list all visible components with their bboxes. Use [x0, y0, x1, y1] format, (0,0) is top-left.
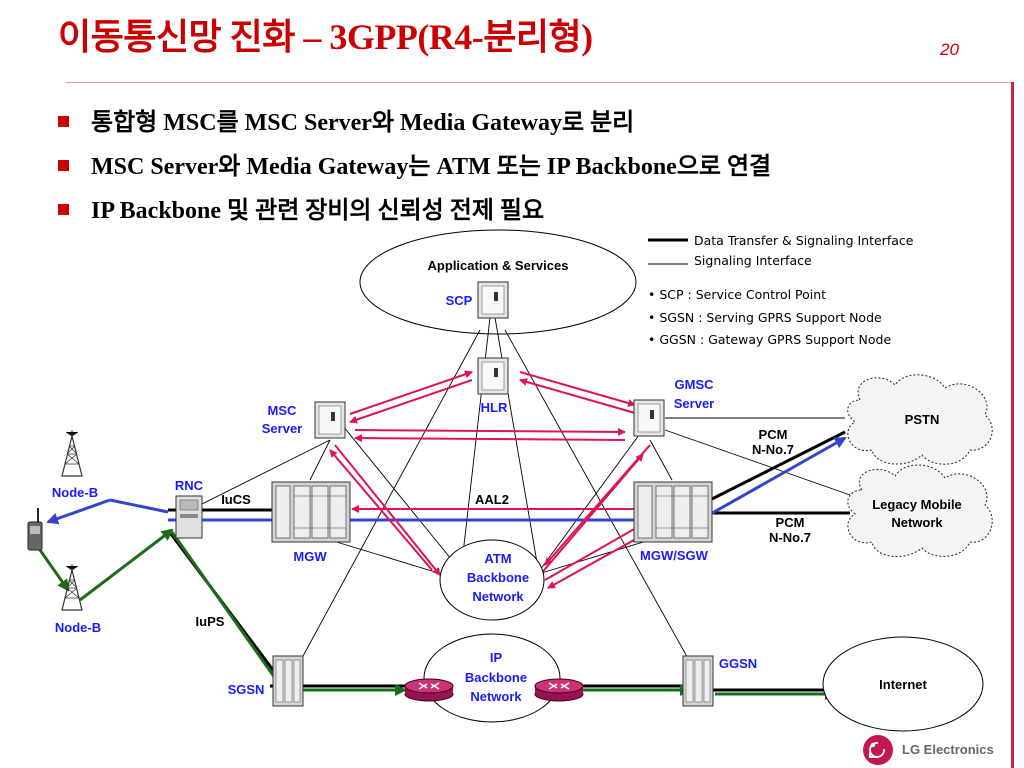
- pcm-label-2: PCM: [776, 515, 805, 530]
- app-services-ellipse: [359, 229, 637, 335]
- mgw-label: MGW: [293, 549, 327, 564]
- msc-label-1: MSC: [268, 403, 298, 418]
- ip-label-2: Backbone: [465, 670, 527, 685]
- pstn-label: PSTN: [905, 412, 940, 427]
- bullet-2: MSC Server와 Media Gateway는 ATM 또는 IP Bac…: [58, 146, 771, 181]
- internet-label: Internet: [879, 677, 927, 692]
- ggsn-label: GGSN: [719, 656, 757, 671]
- signal-arrows: [329, 370, 653, 589]
- iucs-label: IuCS: [221, 492, 251, 507]
- lg-logo-icon: [863, 735, 893, 765]
- iups-label: IuPS: [196, 614, 225, 629]
- msc-server-icon: [314, 401, 346, 439]
- bullet-square-icon: [58, 115, 69, 127]
- pcm-label-1: PCM: [759, 427, 788, 442]
- legend-thin-label: Signaling Interface: [694, 253, 812, 268]
- n-no7-label-2: N-No.7: [769, 530, 811, 545]
- ggsn-rack-icon: [682, 655, 714, 707]
- bullet-3-text: IP Backbone 및 관련 장비의 신뢰성 전제 필요: [91, 198, 545, 224]
- legend-ggsn: • GGSN : Gateway GPRS Support Node: [648, 332, 891, 347]
- legend-sgsn: • SGSN : Serving GPRS Support Node: [648, 310, 882, 325]
- signaling-lines: [189, 299, 851, 681]
- bullet-square-icon: [58, 203, 69, 215]
- bullet-1-text: 통합형 MSC를 MSC Server와 Media Gateway로 분리: [91, 110, 635, 136]
- aal2-label: AAL2: [475, 492, 509, 507]
- internet-ellipse: [822, 636, 984, 732]
- atm-label-2: Backbone: [467, 570, 529, 585]
- lg-electronics-logo-text: LG Electronics: [902, 742, 994, 757]
- router-right-icon: [534, 678, 584, 702]
- pstn-cloud: [847, 374, 993, 465]
- bullet-square-icon: [58, 159, 69, 171]
- bullet-3: IP Backbone 및 관련 장비의 신뢰성 전제 필요: [58, 190, 544, 225]
- router-left-icon: [404, 678, 454, 702]
- title-divider: [66, 82, 1012, 83]
- gmsc-server-icon: [633, 399, 665, 437]
- n-no7-label-1: N-No.7: [752, 442, 794, 457]
- atm-label-1: ATM: [484, 551, 511, 566]
- legacy-cloud: [847, 464, 993, 558]
- app-services-label: Application & Services: [428, 258, 569, 273]
- bullet-2-text: MSC Server와 Media Gateway는 ATM 또는 IP Bac…: [91, 154, 772, 180]
- gmsc-label-1: GMSC: [675, 377, 715, 392]
- hlr-server-icon: [477, 357, 509, 395]
- scp-server-icon: [477, 281, 509, 319]
- gmsc-label-2: Server: [674, 396, 714, 411]
- scp-label: SCP: [446, 293, 473, 308]
- legacy-label-2: Network: [891, 515, 943, 530]
- node-b-top-tower-icon: [61, 429, 83, 477]
- mgw-sgw-rack-icon: [633, 481, 713, 543]
- hlr-label: HLR: [481, 400, 508, 415]
- legend-scp: • SCP : Service Control Point: [648, 287, 826, 302]
- msc-label-2: Server: [262, 421, 302, 436]
- slide-title: 이동통신망 진화 – 3GPP(R4-분리형): [58, 17, 593, 57]
- bullet-1: 통합형 MSC를 MSC Server와 Media Gateway로 분리: [58, 102, 634, 137]
- legacy-label-1: Legacy Mobile: [872, 497, 962, 512]
- mgw-sgw-label: MGW/SGW: [640, 548, 709, 563]
- atm-label-3: Network: [472, 589, 524, 604]
- sgsn-label: SGSN: [228, 682, 265, 697]
- node-b-bottom-label: Node-B: [55, 620, 101, 635]
- rnc-icon: [175, 495, 203, 539]
- ip-backbone-ellipse: [423, 633, 561, 723]
- right-accent-bar: [1011, 82, 1014, 768]
- page-number: 20: [940, 40, 959, 59]
- mgw-rack-icon: [271, 481, 351, 543]
- sgsn-rack-icon: [272, 655, 304, 707]
- legend-thick-label: Data Transfer & Signaling Interface: [694, 233, 914, 248]
- node-b-top-label: Node-B: [52, 485, 98, 500]
- packet-path: [38, 528, 837, 700]
- ip-label-1: IP: [490, 650, 503, 665]
- bearer-path: [46, 436, 847, 525]
- rnc-label: RNC: [175, 478, 204, 493]
- mobile-phone-icon: [27, 508, 43, 551]
- atm-backbone-ellipse: [439, 539, 545, 621]
- ip-label-3: Network: [470, 689, 522, 704]
